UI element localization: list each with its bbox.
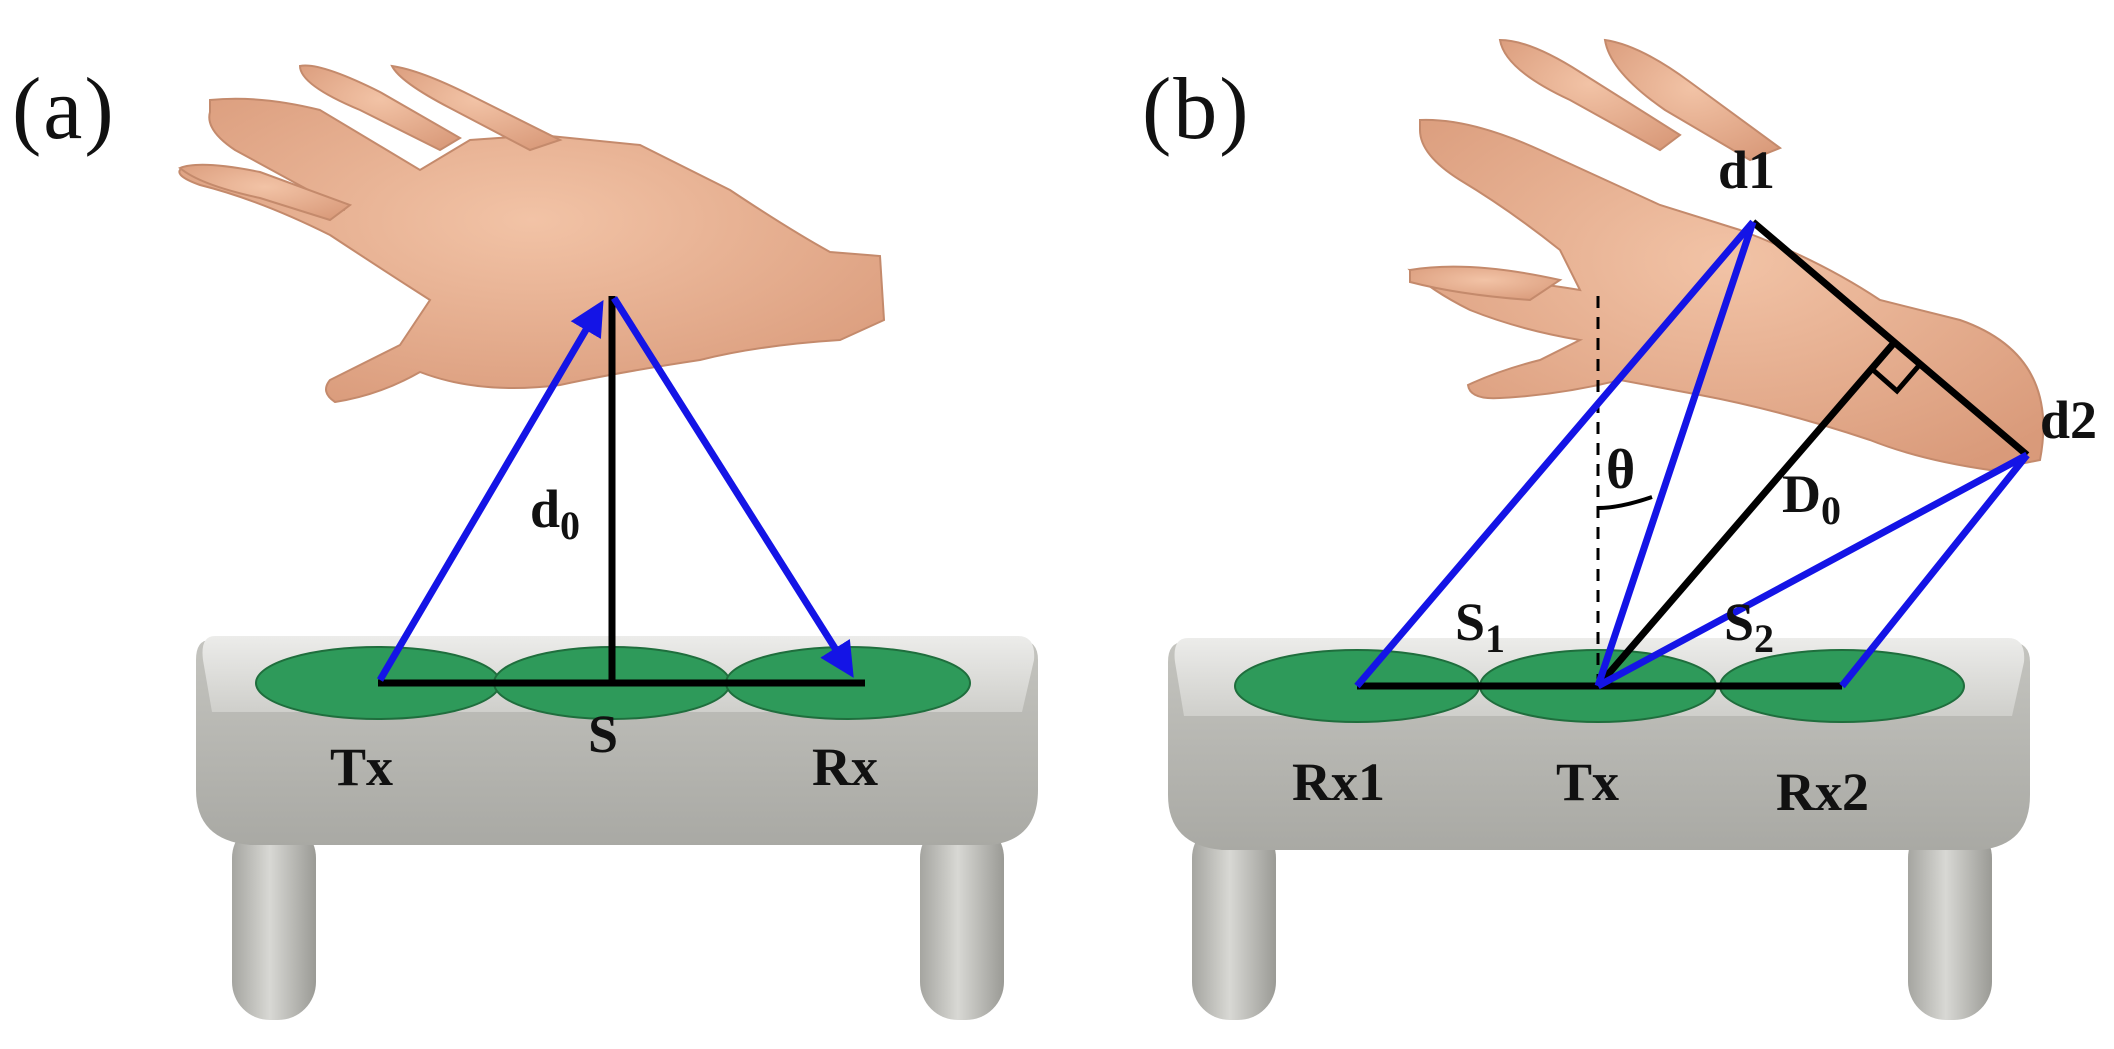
label-rx1: Rx1 — [1292, 752, 1385, 812]
ray-tx-to-d1 — [1594, 220, 1757, 688]
panel-a: Tx S Rx d0 — [178, 64, 1038, 1020]
label-D0-main: D — [1782, 464, 1821, 524]
label-rx2: Rx2 — [1776, 762, 1869, 822]
board-leg-left-b — [1192, 820, 1276, 1020]
label-d0: d0 — [530, 479, 580, 548]
label-s1-main: S — [1455, 592, 1485, 652]
panel-b: d1 d2 θ D0 S1 S2 Rx1 Tx Rx2 — [1168, 38, 2097, 1020]
label-D0: D0 — [1782, 464, 1841, 533]
label-tx-b: Tx — [1556, 752, 1619, 812]
label-s1: S1 — [1455, 592, 1505, 661]
label-s2-sub: 2 — [1754, 616, 1774, 661]
label-D0-sub: 0 — [1821, 488, 1841, 533]
right-angle-mark — [1870, 360, 1924, 395]
label-theta: θ — [1606, 439, 1635, 501]
label-s2: S2 — [1724, 592, 1774, 661]
ray-hand-to-rx — [611, 296, 854, 678]
ray-tx-to-hand — [376, 299, 604, 682]
label-s2-main: S — [1724, 592, 1754, 652]
perpendicular-line-D0 — [1595, 341, 1896, 689]
board-leg-right — [920, 820, 1004, 1020]
label-s1-sub: 1 — [1485, 616, 1505, 661]
label-d0-main: d — [530, 479, 560, 539]
label-d1: d1 — [1718, 140, 1775, 200]
board-leg-right-b — [1908, 820, 1992, 1020]
hand-a — [178, 64, 886, 404]
ray-tx-to-d2 — [1596, 451, 2029, 690]
panel-a-letter: (a) — [12, 61, 116, 158]
label-tx-a: Tx — [330, 737, 393, 797]
board-leg-left — [232, 820, 316, 1020]
label-s-a: S — [588, 704, 618, 764]
ray-rx1-to-d1 — [1354, 219, 1756, 689]
sensor-board-b — [1168, 638, 2030, 1020]
label-d0-sub: 0 — [560, 503, 580, 548]
panel-b-letter: (b) — [1142, 61, 1251, 158]
label-rx-a: Rx — [812, 737, 878, 797]
hand-line-d1-d2 — [1750, 219, 2030, 458]
sensor-board-a — [196, 636, 1038, 1020]
theta-arc — [1597, 495, 1653, 510]
label-d2: d2 — [2040, 390, 2097, 450]
ray-rx2-to-d2 — [1839, 452, 2030, 689]
